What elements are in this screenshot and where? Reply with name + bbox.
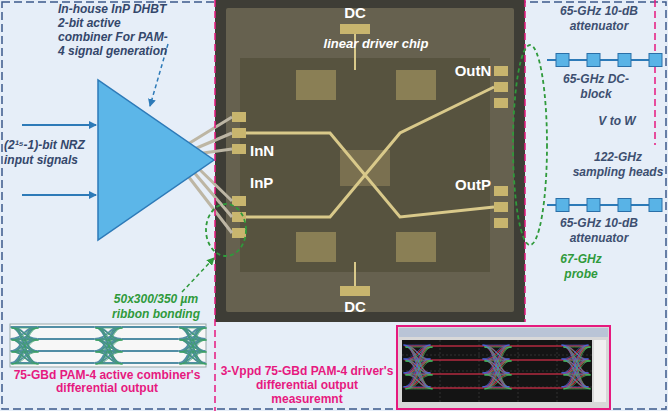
component-label: 122-GHz sampling heads: [572, 150, 664, 180]
callout-text: 67-GHz probe: [550, 252, 612, 282]
chip-die: [226, 8, 514, 312]
eye-crossing: [11, 327, 38, 363]
eye-traces: [404, 345, 589, 387]
adapter-symbol: [618, 199, 631, 212]
chip-title: linear driver chip: [215, 36, 537, 52]
output-pad: [494, 218, 508, 228]
pin-name: OutN: [450, 62, 496, 79]
signal-trace: [246, 87, 494, 217]
dc-block-symbol: [587, 199, 600, 212]
input-pad: [232, 228, 246, 238]
output-pad: [494, 186, 508, 196]
circuit-block: [296, 70, 336, 100]
attenuator-symbol: [556, 54, 569, 67]
component-label: 65-GHz DC-block: [556, 72, 636, 102]
pin-name: InP: [250, 174, 294, 191]
ribbon-callout-ellipse: [206, 204, 246, 256]
chip-core: [240, 58, 490, 272]
dc-pad: [340, 24, 370, 34]
callout-text: 50x300/350 µm ribbon bonding: [100, 292, 212, 322]
eye-crossing: [180, 328, 207, 364]
callout-leader: [182, 258, 214, 292]
eye-traces: [405, 346, 590, 388]
output-pad: [494, 82, 508, 92]
dc-trace: [354, 34, 356, 286]
section-divider: [654, 0, 656, 145]
circuit-block: [396, 70, 436, 100]
combiner-eye-diagram: [10, 324, 207, 367]
scope-side-panel: [594, 340, 606, 402]
screenshot-frame: [397, 326, 610, 409]
eye-crossing: [563, 346, 590, 388]
eye-traces: [11, 327, 206, 363]
circuit-block: [296, 232, 336, 262]
scope-grid: [402, 340, 592, 402]
circuit-block: [396, 232, 436, 262]
pin-name: DC: [330, 298, 380, 315]
section-divider: [214, 0, 216, 411]
dc-block-symbol: [587, 54, 600, 67]
input-arrow: [22, 124, 96, 126]
figure-caption: 3-Vppd 75-GBd PAM-4 driver's differentia…: [220, 364, 394, 406]
eye-crossing: [405, 346, 432, 388]
scope-plot: [402, 340, 592, 402]
chain-component: [556, 54, 662, 212]
output-pad: [494, 98, 508, 108]
eye-crossing: [562, 345, 589, 387]
sampling-head-symbol: [649, 199, 662, 212]
pin-name: DC: [330, 4, 380, 21]
figure-caption: 75-GBd PAM-4 active combiner's different…: [4, 369, 210, 395]
eye-crossing: [404, 345, 431, 387]
input-pad: [232, 128, 246, 138]
component-label: 65-GHz 10-dB attenuator: [544, 4, 654, 34]
eye-background: [10, 324, 206, 367]
input-pad: [232, 112, 246, 122]
eye-crossing: [179, 327, 206, 363]
attenuator-symbol: [556, 199, 569, 212]
driver-chip: linear driver chip: [215, 0, 537, 322]
eye-level: [432, 346, 563, 388]
pin-name: OutP: [450, 176, 496, 193]
signal-label: (2¹⁵-1)-bit NRZ input signals: [4, 138, 98, 168]
scope-toolbar: [399, 328, 608, 337]
eye-level: [38, 327, 179, 363]
input-arrow: [22, 194, 96, 196]
input-pad: [232, 144, 246, 154]
eye-crossing: [12, 328, 39, 364]
adapter-symbol: [618, 54, 631, 67]
combiner-triangle: [98, 80, 214, 240]
scope-screenshot: [397, 326, 610, 409]
input-pad: [232, 196, 246, 206]
component-label: V to W: [585, 114, 649, 129]
eye-crossing: [96, 328, 123, 364]
component-label: 65-GHz 10-dB attenuator: [544, 216, 654, 246]
dc-pad: [340, 286, 370, 296]
probe-callout-ellipse: [513, 45, 547, 245]
pin-name: InN: [250, 142, 294, 159]
output-pad: [494, 202, 508, 212]
eye-crossing: [95, 327, 122, 363]
eye-traces: [12, 328, 207, 364]
output-pad: [494, 66, 508, 76]
eye-crossing: [484, 346, 511, 388]
sampling-head-symbol: [649, 54, 662, 67]
callout-text: In-house InP DHBT 2-bit active combiner …: [58, 2, 170, 58]
eye-crossing: [483, 345, 510, 387]
